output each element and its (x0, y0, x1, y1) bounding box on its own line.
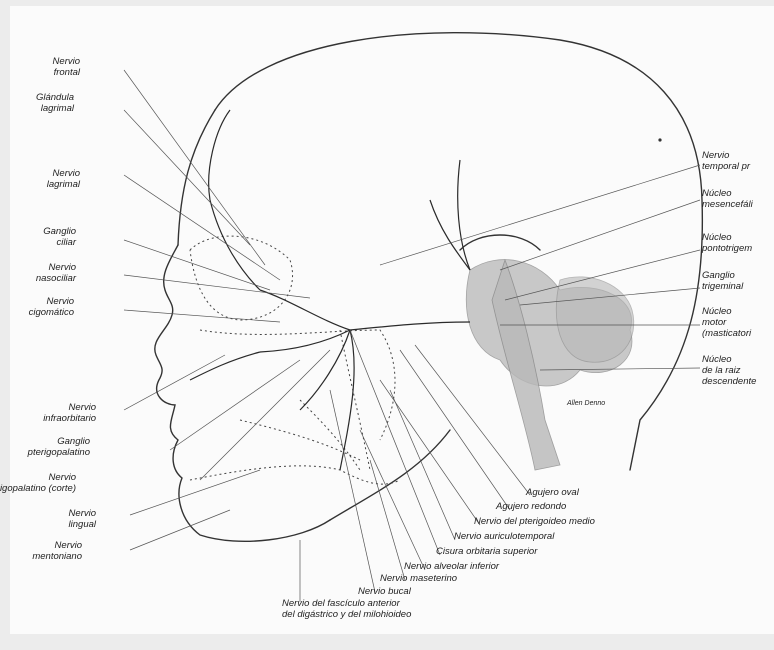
label-line: Nervio (29, 296, 74, 307)
maxilla-outline (200, 330, 395, 440)
label-line: pontotrigem (702, 243, 752, 254)
label-line: Ganglio (43, 226, 76, 237)
label-line: Nervio (0, 472, 76, 483)
label-line: Nervio (36, 262, 76, 273)
label-line: Nervio (32, 540, 82, 551)
temporal-branch (458, 160, 470, 270)
mandible-outline (190, 466, 400, 484)
label-line: lingual (69, 519, 96, 530)
label-line: mesencefáli (702, 199, 753, 210)
label-line: Nervio bucal (358, 586, 411, 597)
label-nervio-bucal: Nervio bucal (358, 586, 411, 597)
label-line: Núcleo (702, 306, 751, 317)
skull-outline (215, 33, 702, 470)
label-line: Agujero redondo (496, 501, 566, 512)
label-line: Núcleo (702, 354, 756, 365)
label-line: Núcleo (702, 232, 752, 243)
label-line: infraorbitario (43, 413, 96, 424)
label-line: Nervio auriculotemporal (454, 531, 554, 542)
label-nervio-pterigoideo-medio: Nervio del pterigoideo medio (474, 516, 595, 527)
label-line: Nervio (47, 168, 80, 179)
label-line: pterigopalatino (corte) (0, 483, 76, 494)
label-nervio-pterigopalatino: Nerviopterigopalatino (corte) (0, 472, 76, 494)
label-line: del digástrico y del milohioideo (282, 609, 411, 620)
label-nervio-auriculotemporal: Nervio auriculotemporal (454, 531, 554, 542)
label-line: (masticatori (702, 328, 751, 339)
label-cisura-orbitaria-superior: Cisura orbitaria superior (436, 546, 537, 557)
label-line: Nervio (69, 508, 96, 519)
label-line: Nervio (43, 402, 96, 413)
label-nervio-alveolar-inferior: Nervio alveolar inferior (404, 561, 499, 572)
label-line: Nervio (702, 150, 750, 161)
label-line: pterigopalatino (28, 447, 90, 458)
label-line: mentoniano (32, 551, 82, 562)
label-line: Nervio (53, 56, 80, 67)
label-line: Núcleo (702, 188, 753, 199)
label-agujero-redondo: Agujero redondo (496, 501, 566, 512)
pons-shape (556, 277, 634, 362)
label-line: Nervio del pterigoideo medio (474, 516, 595, 527)
jaw-outline (330, 430, 450, 520)
label-line: cigomático (29, 307, 74, 318)
label-line: descendente (702, 376, 756, 387)
label-line: lagrimal (36, 103, 74, 114)
label-line: lagrimal (47, 179, 80, 190)
label-line: frontal (53, 67, 80, 78)
forehead-outline (178, 110, 215, 245)
label-line: de la raiz (702, 365, 756, 376)
label-line: temporal pr (702, 161, 750, 172)
label-line: Ganglio (28, 436, 90, 447)
label-nervio-maseterino: Nervio maseterino (380, 573, 457, 584)
label-line: Nervio del fascículo anterior (282, 598, 411, 609)
label-line: Ganglio (702, 270, 743, 281)
label-line: motor (702, 317, 751, 328)
label-line: Glándula (36, 92, 74, 103)
label-line: nasociliar (36, 273, 76, 284)
label-line: Nervio alveolar inferior (404, 561, 499, 572)
label-line: Nervio maseterino (380, 573, 457, 584)
label-line: trigeminal (702, 281, 743, 292)
artist-signature: Allen Denno (567, 398, 605, 409)
label-line: Agujero oval (526, 487, 579, 498)
label-line: Cisura orbitaria superior (436, 546, 537, 557)
label-agujero-oval: Agujero oval (526, 487, 579, 498)
label-line: ciliar (43, 237, 76, 248)
trigeminal-trunk (350, 322, 470, 330)
